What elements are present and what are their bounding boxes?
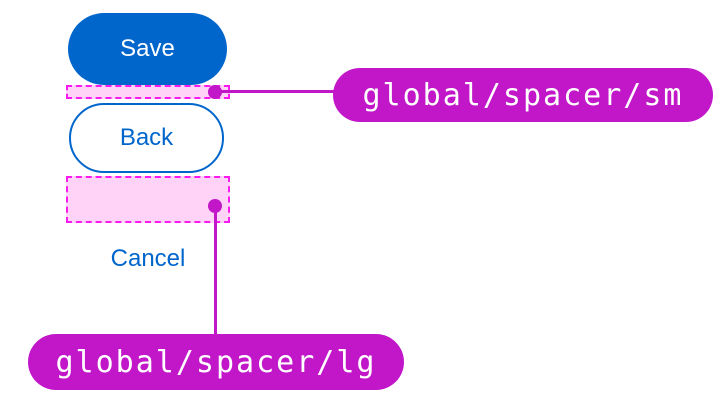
connector-line-sm: [215, 90, 335, 93]
connector-dot-lg: [208, 199, 222, 213]
save-button[interactable]: Save: [68, 13, 227, 85]
back-button[interactable]: Back: [69, 103, 224, 173]
connector-line-lg: [214, 206, 217, 334]
spacer-sm-swatch: [66, 85, 230, 99]
cancel-button[interactable]: Cancel: [68, 243, 228, 275]
spacer-sm-token-label: global/spacer/sm: [333, 68, 713, 122]
spacer-lg-token-label: global/spacer/lg: [28, 334, 404, 390]
spacer-lg-swatch: [66, 176, 230, 223]
connector-dot-sm: [208, 85, 222, 99]
